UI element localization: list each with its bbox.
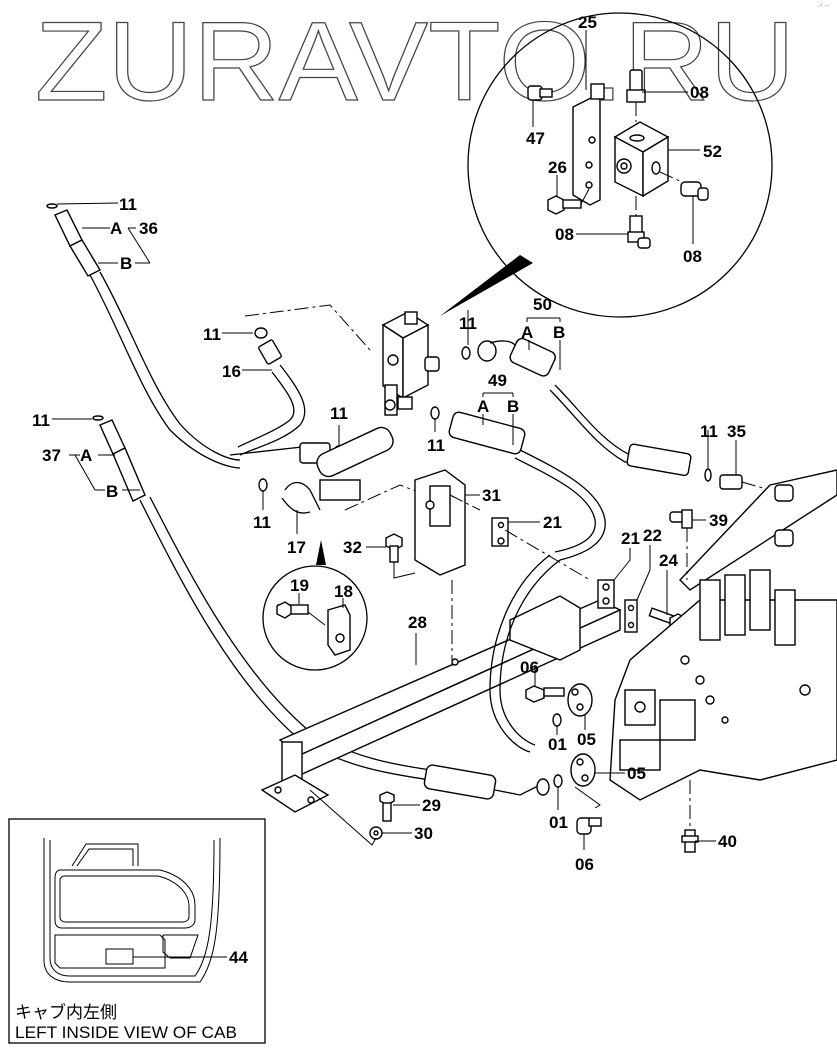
washer-30: 30 xyxy=(309,789,433,846)
callout-11: 11 xyxy=(427,436,445,455)
callout-06: 06 xyxy=(520,658,539,677)
hose-36: 11 A 36 B xyxy=(46,195,241,469)
bolt-32: 32 xyxy=(343,533,416,579)
hose-49-lower-edge xyxy=(489,554,551,753)
callout-31: 31 xyxy=(482,486,501,505)
fitting-40: 40 xyxy=(681,829,737,853)
callout-49-a: A xyxy=(477,397,489,416)
callout-29: 29 xyxy=(422,796,441,815)
callout-08: 08 xyxy=(683,247,702,266)
callout-25: 25 xyxy=(578,13,597,32)
cab-caption-en: LEFT INSIDE VIEW OF CAB xyxy=(15,1023,237,1042)
clamp-21-upper: 21 xyxy=(491,513,591,581)
detail-circle-valve-block: 25 08 47 52 26 08 08 xyxy=(440,12,773,318)
bracket-25 xyxy=(572,83,605,206)
callout-11: 11 xyxy=(253,513,271,532)
tube-17: 11 11 17 xyxy=(229,404,441,565)
callout-50-a: A xyxy=(521,323,533,342)
bracket-31: 31 xyxy=(414,469,501,576)
callout-40: 40 xyxy=(718,832,737,851)
hose-16: 16 11 xyxy=(203,325,306,456)
main-valve-block: 11 11 xyxy=(381,310,477,455)
callout-36-b: B xyxy=(120,254,132,273)
callout-11: 11 xyxy=(330,404,348,423)
callout-05: 05 xyxy=(627,764,646,783)
hose-49-lower xyxy=(499,559,561,746)
callout-01: 01 xyxy=(549,813,568,832)
callout-37-b: B xyxy=(106,482,118,501)
callout-22: 22 xyxy=(643,526,662,545)
callout-50-b: B xyxy=(553,323,565,342)
callout-18: 18 xyxy=(334,582,353,601)
callout-08: 08 xyxy=(555,225,574,244)
callout-36-a: A xyxy=(110,219,122,238)
hose-49: 49 A B xyxy=(448,371,606,561)
callout-47: 47 xyxy=(526,129,545,148)
cab-caption-jp: キャブ内左側 xyxy=(15,1002,117,1022)
fitting-08-bottom xyxy=(627,196,651,249)
callout-19: 19 xyxy=(290,576,309,595)
hose-37: 11 37 A B xyxy=(32,411,431,781)
callout-24: 24 xyxy=(659,551,678,570)
callout-11: 11 xyxy=(203,325,221,344)
clamp-21-lower: 21 xyxy=(597,529,640,609)
callout-21: 21 xyxy=(543,513,562,532)
valve-block-52 xyxy=(613,121,670,198)
callout-28: 28 xyxy=(408,613,427,632)
frame-28: 28 xyxy=(260,580,622,813)
hose-37-end xyxy=(423,764,550,800)
fitting-47 xyxy=(527,85,553,101)
callout-26: 26 xyxy=(548,158,567,177)
flange-lower: 05 01 06 xyxy=(549,753,646,874)
callout-35: 35 xyxy=(727,422,746,441)
callout-52: 52 xyxy=(703,142,722,161)
callout-08: 08 xyxy=(690,83,709,102)
callout-37: 37 xyxy=(42,446,61,465)
callout-06: 06 xyxy=(575,855,594,874)
plate-22: 22 xyxy=(624,526,662,633)
bolt-26 xyxy=(547,188,590,215)
callout-05: 05 xyxy=(577,730,596,749)
fitting-08-top xyxy=(626,69,646,122)
callout-44: 44 xyxy=(229,948,248,967)
bolt-29: 29 xyxy=(379,791,441,822)
control-valve xyxy=(609,569,837,830)
callout-16: 16 xyxy=(222,362,241,381)
callout-37-a: A xyxy=(80,446,92,465)
pipe-manifold xyxy=(679,469,837,591)
callout-39: 39 xyxy=(709,511,728,530)
callout-11: 11 xyxy=(459,314,477,333)
callout-30: 30 xyxy=(414,824,433,843)
callout-11: 11 xyxy=(119,195,137,214)
callout-11: 11 xyxy=(32,411,50,430)
callout-49-b: B xyxy=(507,397,519,416)
watermark: ZURAVTO.RU xyxy=(35,0,795,124)
fitting-08-right xyxy=(659,171,709,201)
cab-inset: 44 キャブ内左側 LEFT INSIDE VIEW OF CAB xyxy=(8,818,266,1044)
callout-50: 50 xyxy=(533,295,552,314)
callout-01: 01 xyxy=(548,735,567,754)
detail-circle-clamp: 19 18 xyxy=(262,565,368,671)
fitting-39: 39 xyxy=(669,509,728,580)
flange-upper: 06 01 05 xyxy=(520,658,596,754)
callout-36: 36 xyxy=(139,219,158,238)
corner-mark: ·ᐟ ᐧᐧᐧ xyxy=(818,3,829,10)
callout-32: 32 xyxy=(343,538,362,557)
callout-49: 49 xyxy=(488,371,507,390)
callout-21: 21 xyxy=(621,529,640,548)
callout-17: 17 xyxy=(287,538,306,557)
hose-50: 50 A B xyxy=(477,295,692,477)
callout-11: 11 xyxy=(700,422,718,441)
fitting-35: 11 35 xyxy=(700,422,771,491)
